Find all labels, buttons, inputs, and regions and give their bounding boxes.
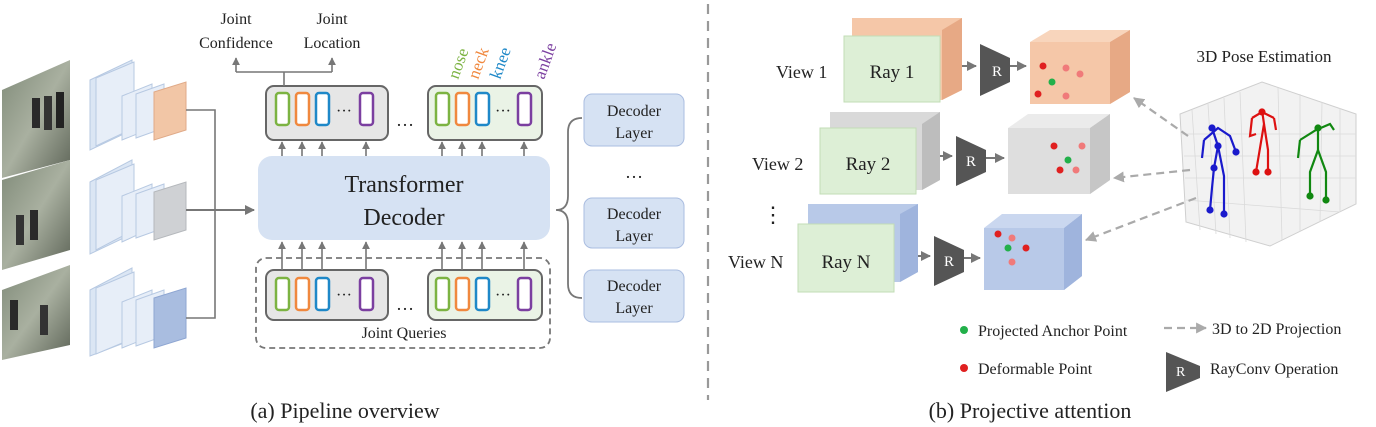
query-dots: ··· xyxy=(336,103,352,120)
svg-text:Decoder: Decoder xyxy=(607,103,662,120)
svg-text:Layer: Layer xyxy=(615,300,653,317)
joint-confidence-label-1: Joint xyxy=(220,11,252,28)
feature-connectors xyxy=(186,109,255,319)
input-query-group: ··· ··· … xyxy=(265,269,543,321)
pipeline-overview-panel: Transformer Decoder ··· ··· … xyxy=(2,11,685,423)
transformer-decoder-box xyxy=(258,156,550,240)
output-query-group: ··· ··· … xyxy=(265,85,543,141)
output-heads xyxy=(232,57,336,86)
query-input-arrows xyxy=(278,241,528,270)
decoder-layer-2: Decoder Layer xyxy=(583,197,685,249)
query-dots: ··· xyxy=(336,287,352,304)
legend-deformable-label: Deformable Point xyxy=(978,361,1093,378)
projection-arrows xyxy=(1084,97,1197,242)
svg-text:R: R xyxy=(992,64,1002,80)
camera-image-2 xyxy=(2,160,70,270)
view-2-row: View 2 Ray 2 R xyxy=(752,112,1110,195)
joint-queries-label: Joint Queries xyxy=(362,325,447,342)
svg-text:Decoder: Decoder xyxy=(607,206,662,223)
transformer-decoder-label-2: Decoder xyxy=(363,205,444,231)
backbone-stack-1 xyxy=(89,59,187,151)
svg-text:R: R xyxy=(1176,365,1186,380)
joint-queries-box xyxy=(255,257,551,349)
joint-location-label-2: Location xyxy=(304,35,361,52)
view-1-label: View 1 xyxy=(776,62,827,82)
backbone-stack-3 xyxy=(89,267,187,357)
legend: Projected Anchor Point Deformable Point … xyxy=(960,321,1341,392)
legend-rayconv-label: RayConv Operation xyxy=(1210,361,1338,378)
joint-name-knee: knee xyxy=(486,45,515,82)
transformer-decoder-label-1: Transformer xyxy=(344,172,463,198)
query-dots: ··· xyxy=(495,103,511,120)
decoder-output-arrows xyxy=(278,141,528,156)
svg-text:R: R xyxy=(944,254,954,270)
joint-confidence-label-2: Confidence xyxy=(199,35,273,52)
view-1-row: View 1 Ray 1 R xyxy=(776,18,1130,104)
camera-image-1 xyxy=(2,60,70,178)
caption-b: (b) Projective attention xyxy=(929,398,1132,423)
view-2-label: View 2 xyxy=(752,154,803,174)
ray-n-label: Ray N xyxy=(821,252,870,273)
decoder-layers-brace xyxy=(555,117,583,299)
ray-1-label: Ray 1 xyxy=(870,62,915,83)
query-dots: ··· xyxy=(495,287,511,304)
decoder-layer-3: Decoder Layer xyxy=(583,269,685,323)
svg-text:Decoder: Decoder xyxy=(607,278,662,295)
group-ellipsis: … xyxy=(396,294,414,314)
svg-text:Layer: Layer xyxy=(615,125,653,142)
legend-deformable-dot xyxy=(960,364,968,372)
views-vertical-dots: ⋮ xyxy=(762,202,784,227)
view-n-label: View N xyxy=(728,252,783,272)
backbone-stack-2 xyxy=(89,159,187,255)
projective-attention-panel: View 1 Ray 1 R View 2 Ray 2 R xyxy=(728,18,1357,423)
caption-a: (a) Pipeline overview xyxy=(250,398,439,423)
decoder-layer-ellipsis: … xyxy=(625,162,643,182)
joint-name-ankle: ankle xyxy=(530,40,560,81)
view-n-row: View N Ray N R xyxy=(728,204,1082,293)
svg-text:R: R xyxy=(966,154,976,170)
legend-rayconv-icon xyxy=(1166,352,1200,392)
joint-location-label-1: Joint xyxy=(316,11,348,28)
decoder-layer-1: Decoder Layer xyxy=(583,93,685,147)
pose-3d-plot xyxy=(1179,81,1357,247)
camera-image-3 xyxy=(2,265,70,360)
group-ellipsis: … xyxy=(396,110,414,130)
ray-2-label: Ray 2 xyxy=(846,154,891,175)
legend-projection-label: 3D to 2D Projection xyxy=(1212,321,1341,338)
legend-anchor-label: Projected Anchor Point xyxy=(978,323,1128,340)
svg-text:Layer: Layer xyxy=(615,228,653,245)
pose-estimation-title: 3D Pose Estimation xyxy=(1196,47,1332,66)
legend-anchor-dot xyxy=(960,326,968,334)
